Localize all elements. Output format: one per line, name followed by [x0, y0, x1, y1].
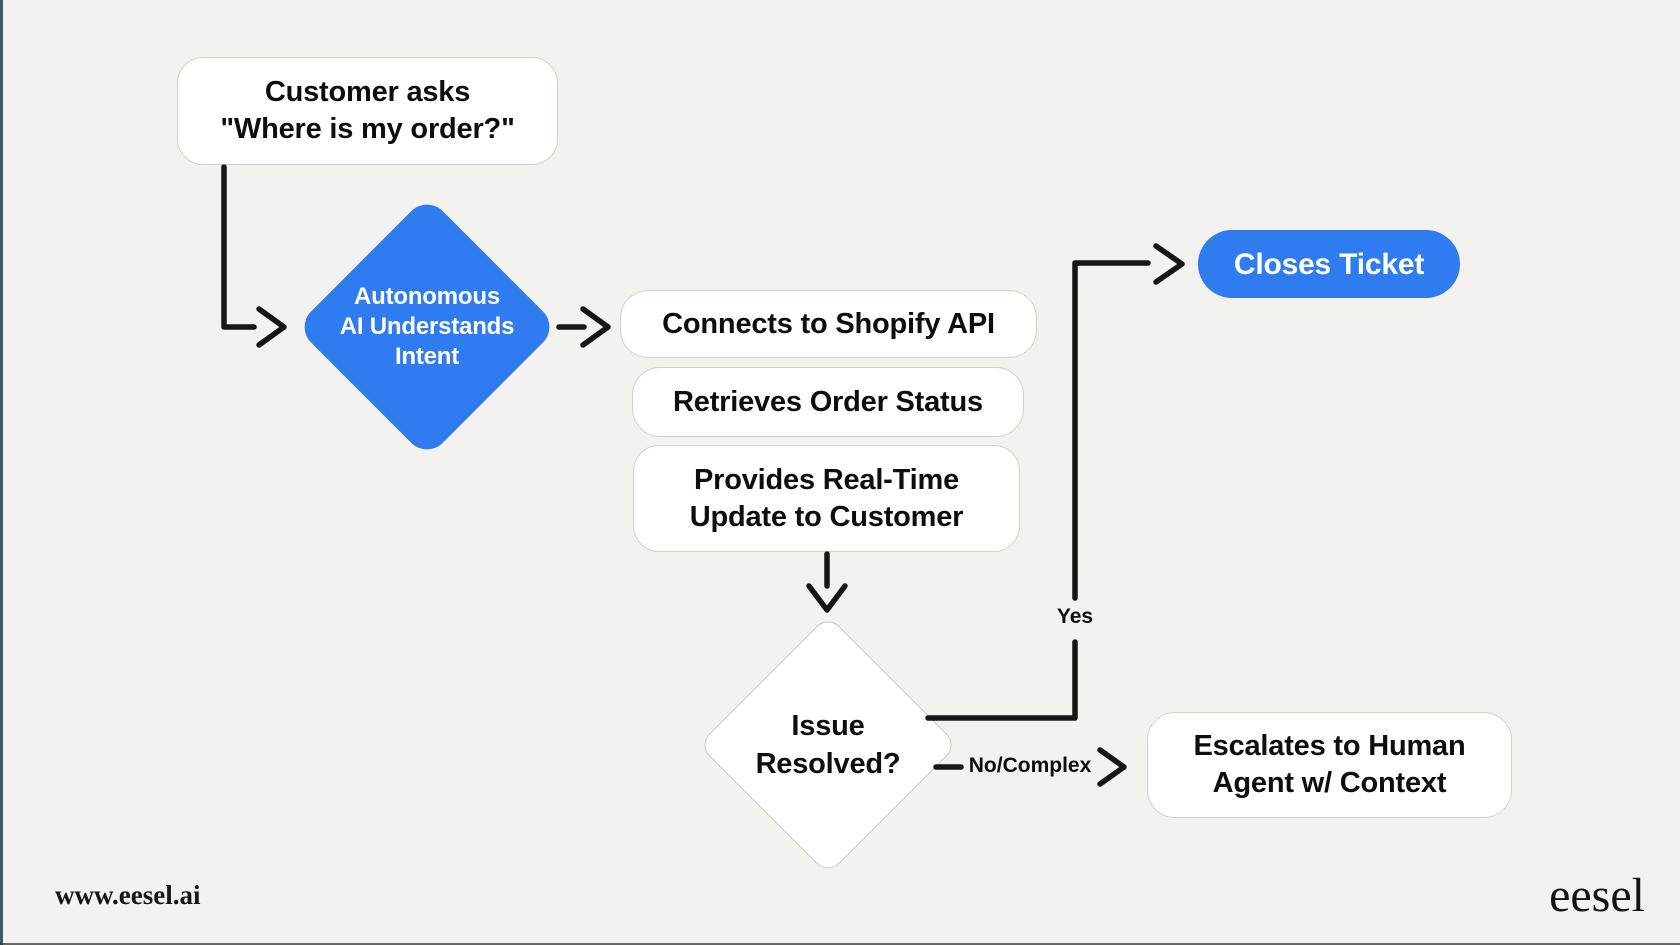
node-label-line: Autonomous — [354, 283, 500, 310]
node-label-line: Connects to Shopify API — [662, 307, 995, 340]
node-label-line: Provides Real-Time — [693, 463, 960, 496]
node-closes-ticket: Closes Ticket — [1198, 230, 1460, 298]
arrowhead-down-icon — [806, 583, 848, 613]
footer-website-url: www.eesel.ai — [55, 880, 201, 910]
edge-issue-yes-upper-line — [1072, 260, 1151, 601]
arrowhead-right-icon — [256, 306, 287, 348]
arrowhead-right-icon — [1097, 747, 1127, 787]
edge-provides-to-issue — [806, 551, 848, 613]
node-escalates-human-agent: Escalates to Human Agent w/ Context — [1147, 712, 1512, 818]
node-label-line: Update to Customer — [689, 500, 964, 533]
node-label-line: AI Understands — [339, 313, 515, 340]
eesel-logo: eesel — [1549, 869, 1645, 922]
node-label-line: Agent w/ Context — [1212, 767, 1447, 799]
node-retrieves-order-status: Retrieves Order Status — [632, 367, 1024, 437]
screen-left-border — [0, 0, 3, 945]
edge-customer-to-ai-line — [221, 164, 257, 330]
node-label-line: Retrieves Order Status — [673, 385, 983, 418]
arrowhead-right-icon — [580, 306, 611, 348]
edge-customer-to-ai — [221, 164, 287, 348]
node-connects-shopify-api: Connects to Shopify API — [620, 290, 1037, 358]
node-label-line: Closes Ticket — [1233, 247, 1425, 281]
node-label-line: Intent — [394, 343, 460, 370]
screen-bottom-border — [0, 943, 1680, 945]
node-ai-understands-intent: Autonomous AI Understands Intent — [295, 194, 559, 460]
arrowhead-right-icon — [1153, 243, 1185, 285]
edge-ai-to-connects — [556, 306, 611, 348]
node-label-line: Issue — [791, 710, 865, 742]
node-customer-asks: Customer asks "Where is my order?" — [177, 57, 558, 165]
node-provides-realtime-update: Provides Real-Time Update to Customer — [633, 445, 1020, 552]
node-label-line: Escalates to Human — [1193, 730, 1466, 762]
node-issue-resolved: Issue Resolved? — [697, 613, 959, 877]
edge-label-yes: Yes — [1056, 605, 1094, 628]
edge-label-no-complex: No/Complex — [968, 754, 1092, 777]
node-label-line: Resolved? — [755, 748, 901, 780]
node-label-line: Customer asks — [264, 76, 471, 108]
node-label-line: "Where is my order?" — [220, 113, 515, 145]
